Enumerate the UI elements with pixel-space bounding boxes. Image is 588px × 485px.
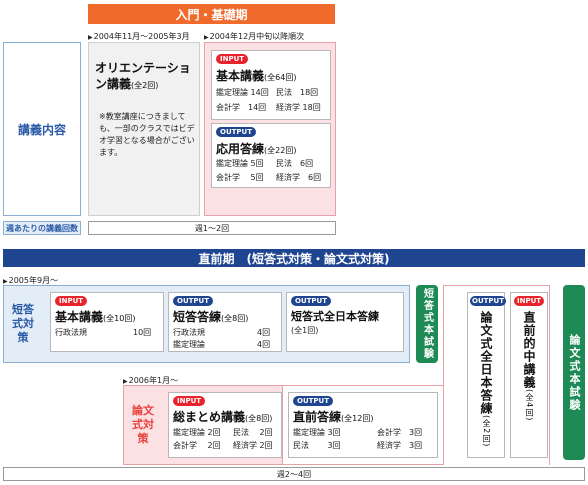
short-drill-card: OUTPUT 短答答練(全8回) 行政法規 4回 鑑定理論 4回 <box>168 292 282 352</box>
subject-row: 民法 18回 <box>276 88 319 97</box>
subject-row: 行政法規 <box>173 328 205 337</box>
subject-row: 経済学 6回 <box>276 173 322 182</box>
direct-drill-card: OUTPUT 直前答練(全12回) 鑑定理論 3回 会計学 3回 民法 3回 経… <box>288 392 438 458</box>
forecast-lecture-card: INPUT 直前的中講義(全4回) <box>510 292 548 458</box>
input-tag: INPUT <box>514 296 545 306</box>
basic-lecture-card: INPUT 基本講義(全64回) 鑑定理論 14回 民法 18回 会計学 14回… <box>211 50 331 120</box>
subject-row: 行政法規 <box>55 328 87 337</box>
short-answer-label: 短答式対策 <box>12 303 34 344</box>
section1-header: 入門・基礎期 <box>88 4 335 24</box>
subject-row: 鑑定理論 2回 <box>173 428 221 437</box>
orientation-date: 2004年11月〜2005年3月 <box>88 31 190 42</box>
weekly-frequency-2: 週2〜4回 <box>3 467 585 481</box>
forecast-lecture-title: 直前的中講義(全4回) <box>522 311 536 422</box>
essay-national-drill-card: OUTPUT 論文式全日本答練(全2回) <box>467 292 506 458</box>
subject-count: 4回 <box>257 340 271 349</box>
short-national-drill-count: (全1回) <box>291 326 319 335</box>
short-drill-title: 短答答練(全8回) <box>173 310 249 324</box>
output-tag: OUTPUT <box>293 396 333 406</box>
orientation-box: オリエンテーション講義(全2回) ※教室講座につきましても、一部のクラスではビデ… <box>88 42 200 216</box>
short-national-drill-card: OUTPUT 短答式全日本答練 (全1回) <box>286 292 404 352</box>
summary-lecture-title: 総まとめ講義(全8回) <box>173 410 273 424</box>
subject-row: 鑑定理論 <box>173 340 205 349</box>
output-tag: OUTPUT <box>470 296 506 306</box>
input-tag: INPUT <box>173 396 206 406</box>
input-tag: INPUT <box>216 54 249 64</box>
lecture-content-label: 講義内容 <box>3 42 81 216</box>
subject-row: 会計学 2回 <box>173 441 221 450</box>
short-national-drill-title: 短答式全日本答練 <box>291 310 379 323</box>
basic-period-date: 2004年12月中旬以降順次 <box>204 31 305 42</box>
applied-drill-card: OUTPUT 応用答練(全22回) 鑑定理論 5回 民法 6回 会計学 5回 経… <box>211 123 331 188</box>
output-tag: OUTPUT <box>173 296 213 306</box>
basic-column: INPUT 基本講義(全64回) 鑑定理論 14回 民法 18回 会計学 14回… <box>204 42 336 216</box>
summary-lecture-card: INPUT 総まとめ講義(全8回) 鑑定理論 2回 民法 2回 会計学 2回 経… <box>168 392 282 458</box>
output-tag: OUTPUT <box>216 127 256 137</box>
subject-row: 民法 6回 <box>276 159 314 168</box>
short-basic-lecture-title: 基本講義(全10回) <box>55 310 136 324</box>
direct-drill-title: 直前答練(全12回) <box>293 410 374 424</box>
essay-national-drill-title: 論文式全日本答練(全2回) <box>479 311 493 448</box>
subject-row: 鑑定理論 5回 <box>216 159 264 168</box>
weekly-lecture-count-label: 週あたりの講義回数 <box>3 221 81 235</box>
short-basic-lecture-card: INPUT 基本講義(全10回) 行政法規 10回 <box>50 292 164 352</box>
subject-row: 鑑定理論 14回 <box>216 88 269 97</box>
orientation-note: ※教室講座につきましても、一部のクラスではビデオ学習となる場合がございます。 <box>99 112 195 157</box>
subject-row: 会計学 3回 <box>377 428 423 437</box>
essay-column-frame <box>443 285 550 465</box>
subject-row: 経済学 18回 <box>276 103 321 112</box>
short-answer-exam: 短答式本試験 <box>416 285 438 363</box>
input-tag: INPUT <box>55 296 88 306</box>
output-tag: OUTPUT <box>291 296 331 306</box>
subject-row: 会計学 14回 <box>216 103 267 112</box>
essay-exam: 論文式本試験 <box>563 285 585 460</box>
weekly-frequency-1: 週1〜2回 <box>88 221 336 235</box>
subject-count: 10回 <box>133 328 152 337</box>
subject-row: 鑑定理論 3回 <box>293 428 341 437</box>
applied-drill-title: 応用答練(全22回) <box>216 142 297 156</box>
subject-row: 民法 2回 <box>233 428 273 437</box>
subject-row: 経済学 3回 <box>377 441 423 450</box>
subject-count: 4回 <box>257 328 271 337</box>
subject-row: 会計学 5回 <box>216 173 264 182</box>
section2-header: 直前期 (短答式対策・論文式対策) <box>3 249 585 267</box>
basic-lecture-title: 基本講義(全64回) <box>216 69 297 83</box>
short-answer-date: 2005年9月〜 <box>3 275 58 286</box>
essay-date: 2006年1月〜 <box>123 375 178 386</box>
essay-label: 論文式対策 <box>132 404 154 445</box>
subject-row: 経済学 2回 <box>233 441 273 450</box>
orientation-title: オリエンテーション講義(全2回) <box>95 61 191 91</box>
subject-row: 民法 3回 <box>293 441 341 450</box>
